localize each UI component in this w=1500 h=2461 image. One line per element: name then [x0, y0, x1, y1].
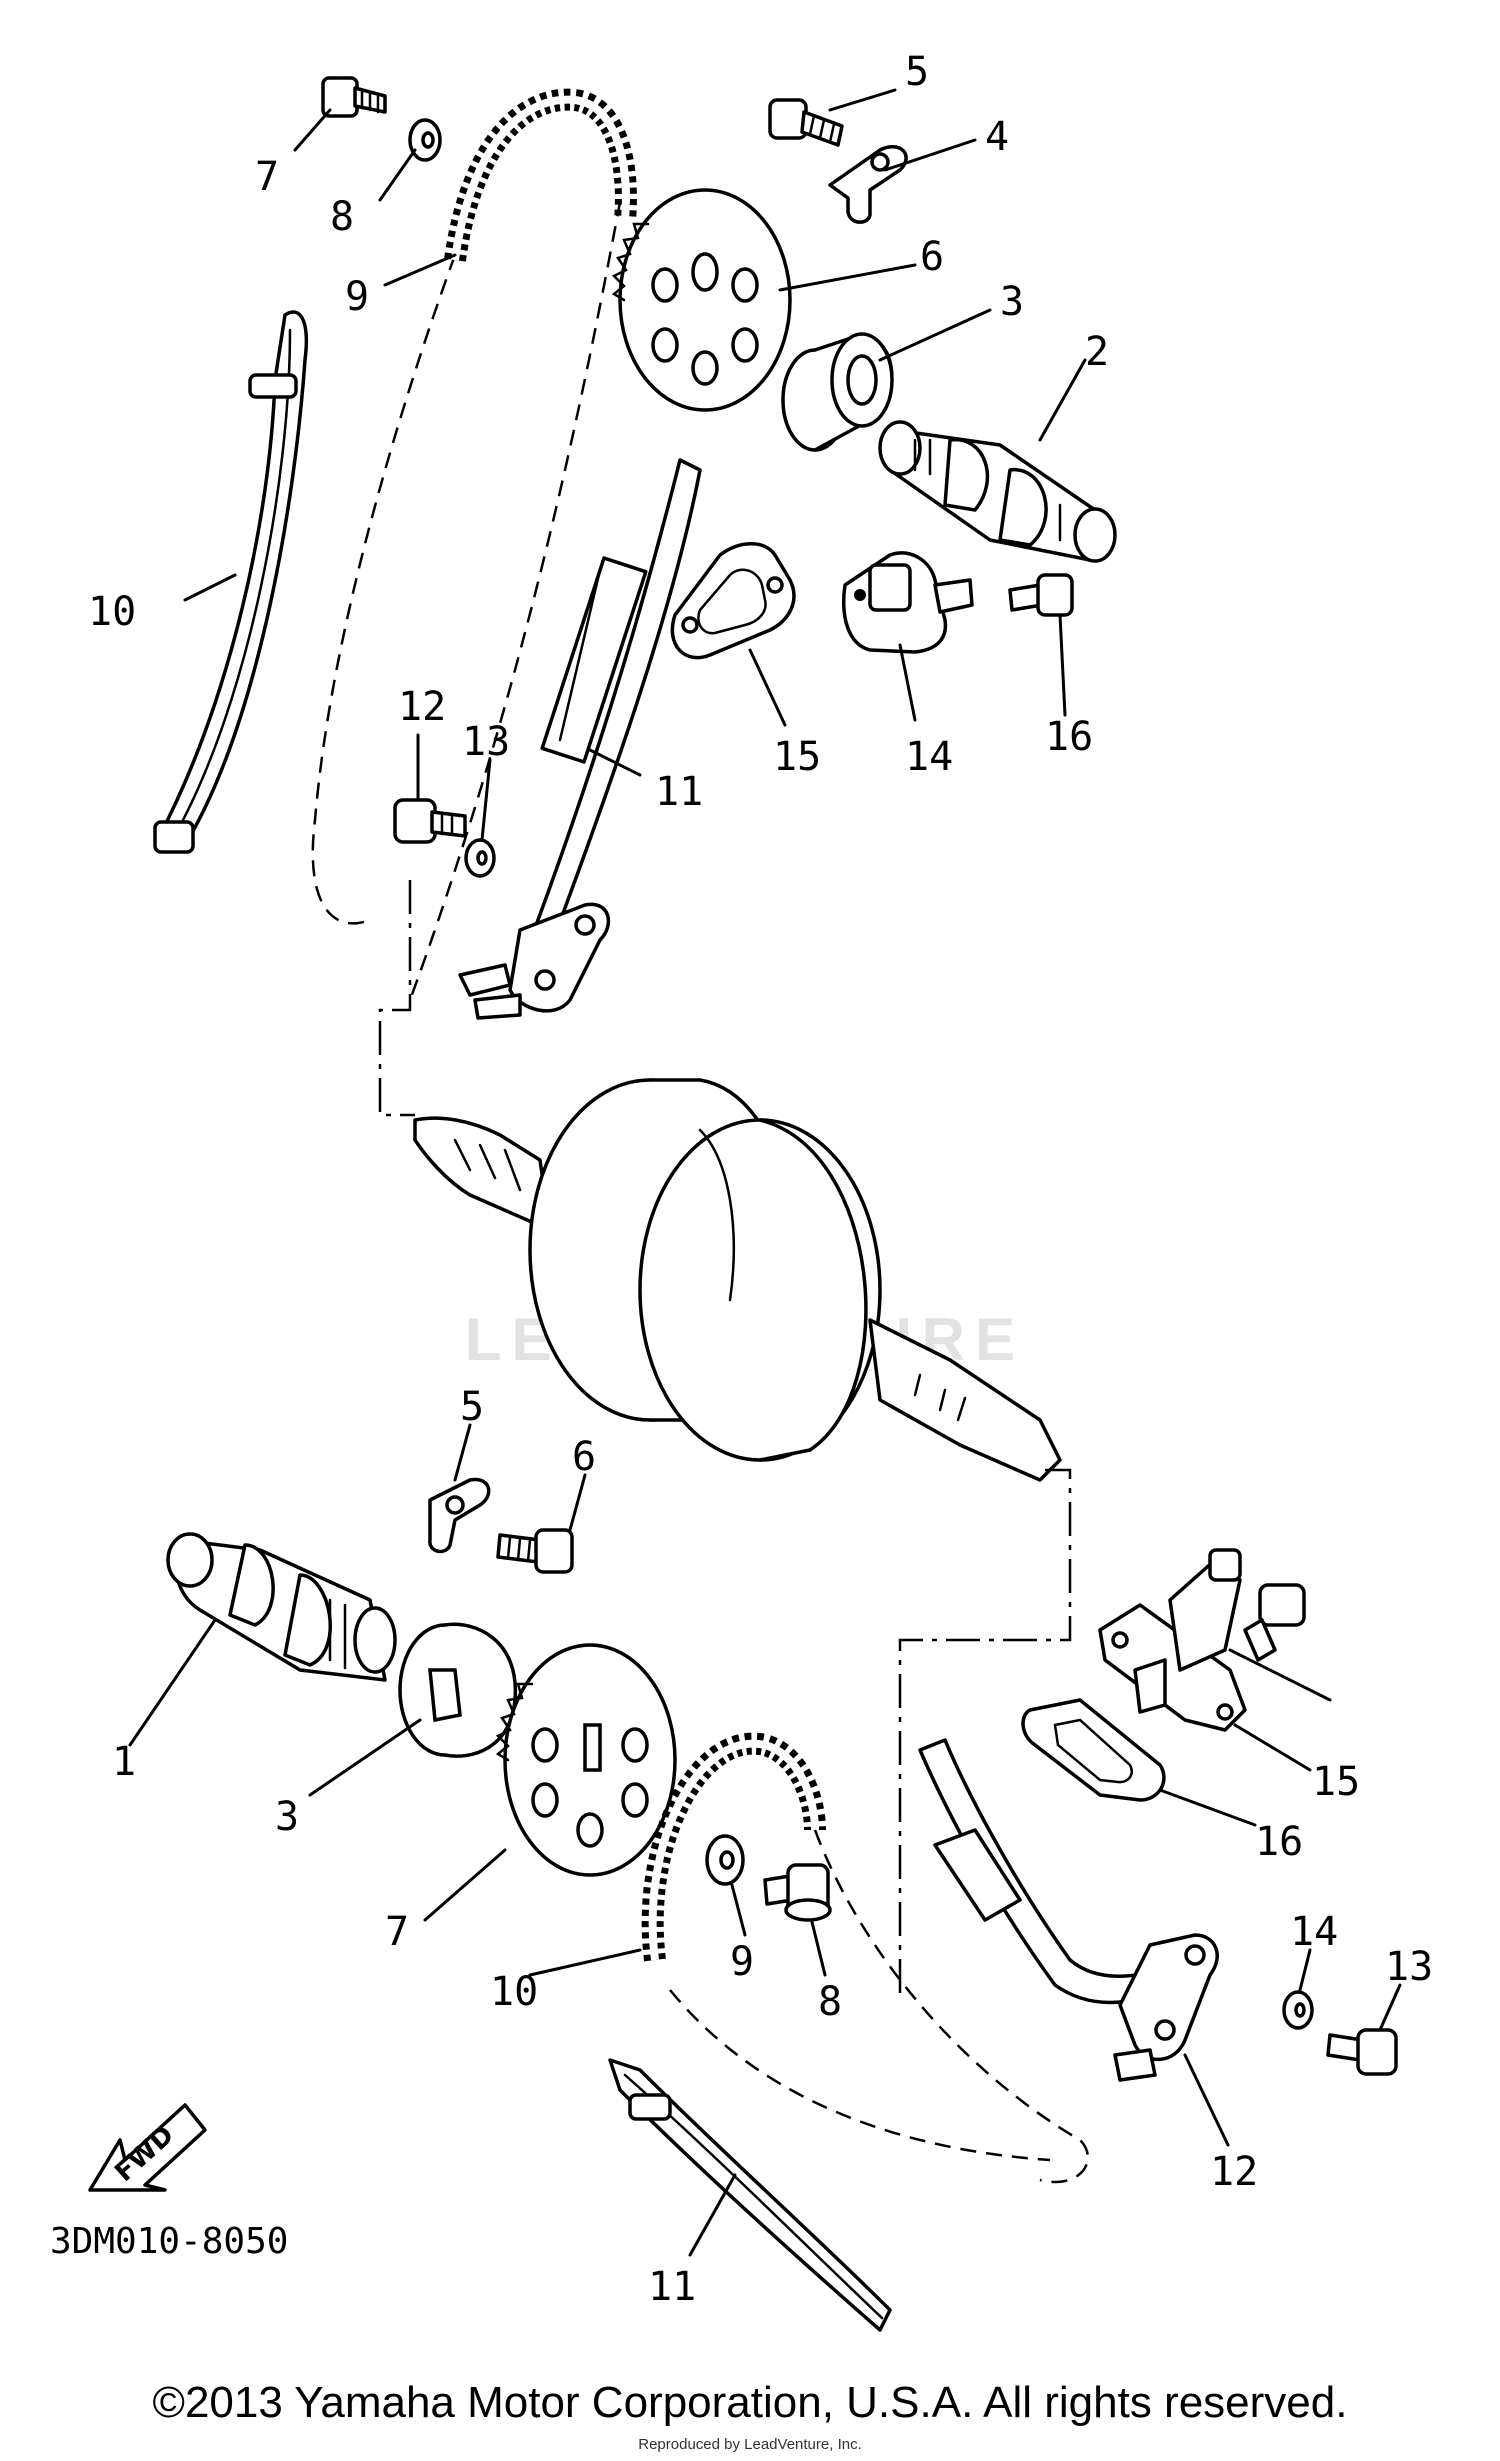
timing-chain-lower — [641, 1732, 1090, 2184]
decompressor-3-upper — [781, 332, 894, 452]
cam-sprocket-6-upper — [611, 188, 792, 412]
camshaft-1 — [166, 1532, 397, 1682]
callout-9-upper: 9 — [345, 274, 369, 320]
bolt-5-lower — [496, 1528, 574, 1574]
copyright-notice: ©2013 Yamaha Motor Corporation, U.S.A. A… — [152, 2378, 1348, 2427]
bolt-12-upper — [393, 798, 467, 844]
gasket-15-lower — [1021, 1698, 1166, 1802]
washer-8-lower — [705, 1834, 745, 1886]
bolt-5-upper — [768, 98, 844, 147]
callout-2: 2 — [1085, 329, 1109, 375]
tensioner-guide-11-upper — [458, 458, 702, 1020]
callout-13-upper: 13 — [462, 719, 510, 765]
tensioner-14-upper — [842, 551, 974, 654]
callout-16-upper: 16 — [1045, 714, 1093, 760]
callout-8-upper: 8 — [330, 194, 354, 240]
callout-1: 1 — [112, 1739, 136, 1785]
callout-7-lower: 8 — [818, 1979, 842, 2025]
callout-10-upper: 10 — [88, 589, 136, 635]
callout-14-upper: 14 — [905, 734, 953, 780]
callout-10-lower: 11 — [648, 2264, 696, 2310]
gasket-15-upper — [670, 542, 796, 660]
callout-9-lower: 10 — [490, 1969, 538, 2015]
crankshaft — [413, 1078, 1062, 1482]
connect-line-lower — [898, 1468, 1072, 2000]
callout-3-upper: 3 — [1000, 279, 1024, 325]
callout-12-lower: 13 — [1385, 1944, 1433, 1990]
camshaft-2 — [878, 420, 1117, 563]
callout-11-lower: 12 — [1210, 2149, 1258, 2195]
tensioner-14-lower — [1098, 1548, 1247, 1732]
cam-sprocket-6-lower — [495, 1643, 677, 1877]
callout-15-upper: 15 — [773, 734, 821, 780]
bolt-7-upper — [321, 76, 387, 118]
callout-13-lower: 14 — [1290, 1909, 1338, 1955]
reproduced-by-text: Reproduced by LeadVenture, Inc. — [638, 2436, 862, 2453]
chain-guide-10-upper — [153, 310, 308, 854]
fwd-arrow-icon — [88, 2103, 207, 2192]
washer-8-upper — [408, 118, 442, 162]
decompressor-3-lower — [398, 1622, 517, 1758]
callout-8-lower: 9 — [730, 1939, 754, 1985]
callout-15-lower: 16 — [1255, 1819, 1303, 1865]
leader-lines — [128, 88, 1402, 2257]
callout-6-upper: 6 — [920, 234, 944, 280]
timing-chain-upper — [311, 88, 637, 1001]
bolt-12-lower — [1326, 2028, 1398, 2076]
callout-11-upper: 11 — [655, 769, 703, 815]
callout-14-lower: 15 — [1312, 1759, 1360, 1805]
callout-3-lower: 3 — [275, 1794, 299, 1840]
callout-7-upper: 7 — [255, 154, 279, 200]
lock-plate-4-upper — [828, 145, 908, 224]
callouts: 5 4 6 3 2 7 8 9 10 12 13 11 15 14 16 5 6… — [88, 49, 1433, 2310]
washer-13-upper — [464, 838, 496, 878]
callout-4-upper: 4 — [985, 114, 1009, 160]
callout-5-lower: 6 — [572, 1434, 596, 1480]
connect-line-upper — [378, 880, 415, 1117]
diagram-code: 3DM010-8050 — [50, 2221, 288, 2262]
callout-4-lower: 5 — [460, 1384, 484, 1430]
callout-5-upper: 5 — [905, 49, 929, 95]
callout-6-lower: 7 — [385, 1909, 409, 1955]
bolt-16-lower — [1243, 1583, 1306, 1662]
tensioner-guide-11-lower — [918, 1738, 1219, 2082]
bolt-7-lower — [763, 1863, 832, 1922]
lock-plate-4-lower — [428, 1477, 491, 1554]
bolt-16-upper — [1008, 573, 1074, 617]
chain-guide-10-lower — [608, 2058, 892, 2332]
callout-12-upper: 12 — [398, 684, 446, 730]
washer-13-lower — [1282, 1990, 1314, 2030]
